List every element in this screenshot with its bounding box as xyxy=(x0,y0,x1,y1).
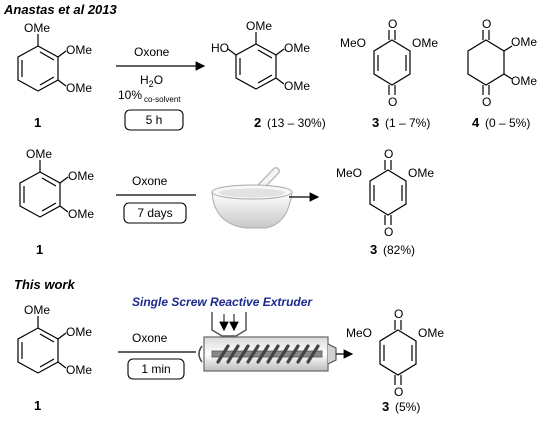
hydroxyl-label: HO xyxy=(211,41,229,55)
yield-label: (82%) xyxy=(383,243,415,257)
compound-number: 3 xyxy=(370,242,377,257)
product-2-structure xyxy=(227,32,285,90)
this-work-header: This work xyxy=(14,277,75,292)
reagent-oxone: Oxone xyxy=(132,174,168,188)
reagent-oxone: Oxone xyxy=(134,45,170,59)
ome-label: OMe xyxy=(66,81,92,95)
ome-label: OMe xyxy=(418,326,444,340)
oxygen-label: O xyxy=(384,147,393,161)
ome-label: OMe xyxy=(26,147,52,161)
reference-header: Anastas et al 2013 xyxy=(3,2,118,17)
trimethoxybenzene-structure xyxy=(17,316,67,374)
quinone-3-structure xyxy=(369,160,407,225)
oxygen-label: O xyxy=(388,95,397,109)
ome-label: OMe xyxy=(246,19,272,33)
quinone-3-structure xyxy=(379,320,417,385)
time-box xyxy=(124,109,184,131)
yield-label: (0 – 5%) xyxy=(485,116,530,130)
ome-label: OMe xyxy=(24,21,50,35)
ome-label: OMe xyxy=(511,35,537,49)
reaction-time: 5 h xyxy=(146,113,163,127)
ome-label: OMe xyxy=(66,43,92,57)
cosolvent-label: 10%co-solvent xyxy=(118,88,181,104)
ome-label: OMe xyxy=(68,207,94,221)
ome-label: OMe xyxy=(412,36,438,50)
trimethoxybenzene-structure xyxy=(19,160,69,218)
time-box xyxy=(127,358,185,380)
ome-label: OMe xyxy=(408,166,434,180)
compound-number: 1 xyxy=(36,242,43,257)
reagent-water: H2O xyxy=(140,73,163,89)
time-box xyxy=(123,202,187,224)
product-4-structure xyxy=(467,30,513,95)
compound-number: 4 xyxy=(472,115,480,130)
ome-label: OMe xyxy=(511,74,537,88)
ome-label: OMe xyxy=(66,325,92,339)
extruder-icon xyxy=(198,312,337,372)
oxygen-label: O xyxy=(482,17,491,31)
oxygen-label: O xyxy=(482,95,491,109)
yield-label: (13 – 30%) xyxy=(267,116,326,130)
yield-label: (5%) xyxy=(395,400,420,414)
reaction-time: 7 days xyxy=(137,206,172,220)
compound-number: 1 xyxy=(34,115,41,130)
compound-number: 1 xyxy=(34,398,41,413)
ome-label: OMe xyxy=(68,169,94,183)
compound-number: 2 xyxy=(254,115,261,130)
oxygen-label: O xyxy=(394,307,403,321)
meo-label: MeO xyxy=(336,166,362,180)
meo-label: MeO xyxy=(346,326,372,340)
trimethoxybenzene-structure xyxy=(17,34,67,92)
ome-label: OMe xyxy=(24,303,50,317)
ome-label: OMe xyxy=(284,79,310,93)
compound-number: 3 xyxy=(372,115,379,130)
ome-label: OMe xyxy=(66,363,92,377)
yield-label: (1 – 7%) xyxy=(385,116,430,130)
oxygen-label: O xyxy=(388,17,397,31)
quinone-3-structure xyxy=(373,30,411,95)
ome-label: OMe xyxy=(284,41,310,55)
reaction-time: 1 min xyxy=(141,362,170,376)
reagent-oxone: Oxone xyxy=(132,331,168,345)
oxygen-label: O xyxy=(394,385,403,399)
compound-number: 3 xyxy=(382,399,389,414)
mortar-pestle-icon xyxy=(211,167,293,229)
extruder-title: Single Screw Reactive Extruder xyxy=(132,295,313,309)
oxygen-label: O xyxy=(384,225,393,239)
meo-label: MeO xyxy=(340,36,366,50)
